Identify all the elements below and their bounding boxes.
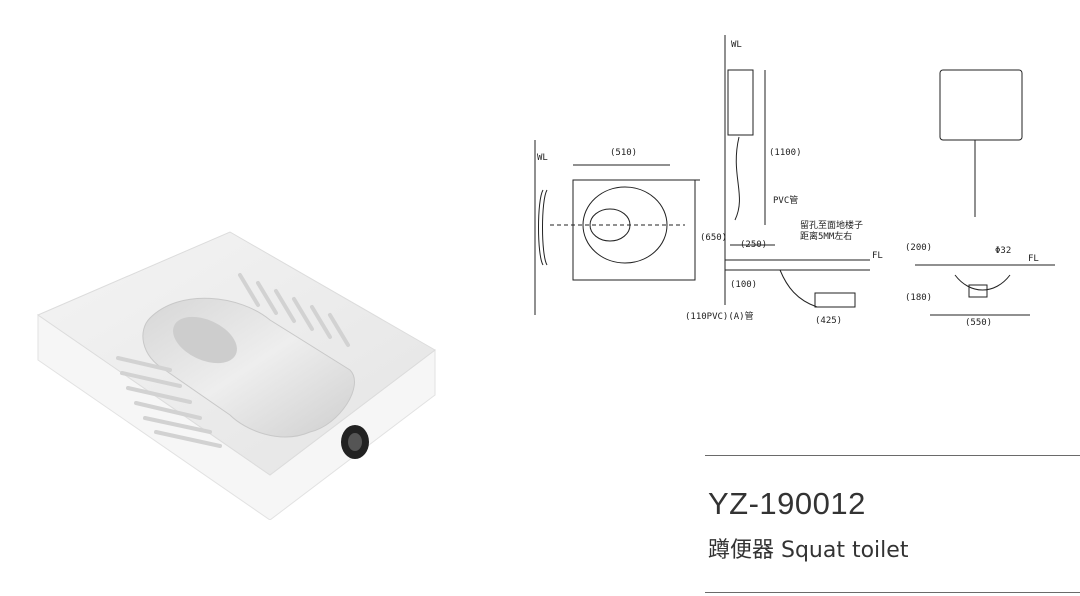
label-note-1: 留孔至面地楼子 bbox=[800, 219, 863, 231]
technical-drawing: WL WL (510) (650) (1100) PVC管 (250) 留孔至面… bbox=[534, 35, 1055, 328]
label-side-width: (550) bbox=[965, 318, 992, 328]
label-pvc-pipe: PVC管 bbox=[773, 194, 798, 206]
label-wl: WL bbox=[731, 40, 742, 50]
elevation-tank bbox=[727, 69, 754, 136]
label-base-height: (100) bbox=[730, 280, 757, 290]
label-depth: (650) bbox=[700, 233, 727, 243]
label-offset: (250) bbox=[740, 240, 767, 250]
label-side-fl: FL bbox=[1028, 254, 1039, 264]
label-side-height-a: (180) bbox=[905, 293, 932, 303]
label-note-2: 距离5MM左右 bbox=[800, 230, 852, 242]
label-fl: FL bbox=[872, 251, 883, 261]
dimension-labels: WL WL (510) (650) (1100) PVC管 (250) 留孔至面… bbox=[537, 40, 1039, 328]
front-tank bbox=[939, 69, 1023, 141]
plan-bowl bbox=[582, 186, 668, 264]
model-number: YZ-190012 bbox=[708, 486, 866, 521]
label-side-height-b: (200) bbox=[905, 243, 932, 253]
squat-toilet-photo bbox=[36, 231, 436, 520]
label-width-top: (510) bbox=[610, 148, 637, 158]
label-drain-offset: (425) bbox=[815, 316, 842, 326]
label-tank-height: (1100) bbox=[769, 148, 802, 158]
label-side-diam: Φ32 bbox=[995, 246, 1011, 256]
bottom-divider bbox=[705, 592, 1080, 593]
label-drain-pipe: (110PVC)(A)管 bbox=[685, 310, 754, 322]
label-plan-wl: WL bbox=[537, 153, 548, 163]
product-name: 蹲便器 Squat toilet bbox=[708, 538, 909, 563]
top-divider bbox=[705, 455, 1080, 456]
